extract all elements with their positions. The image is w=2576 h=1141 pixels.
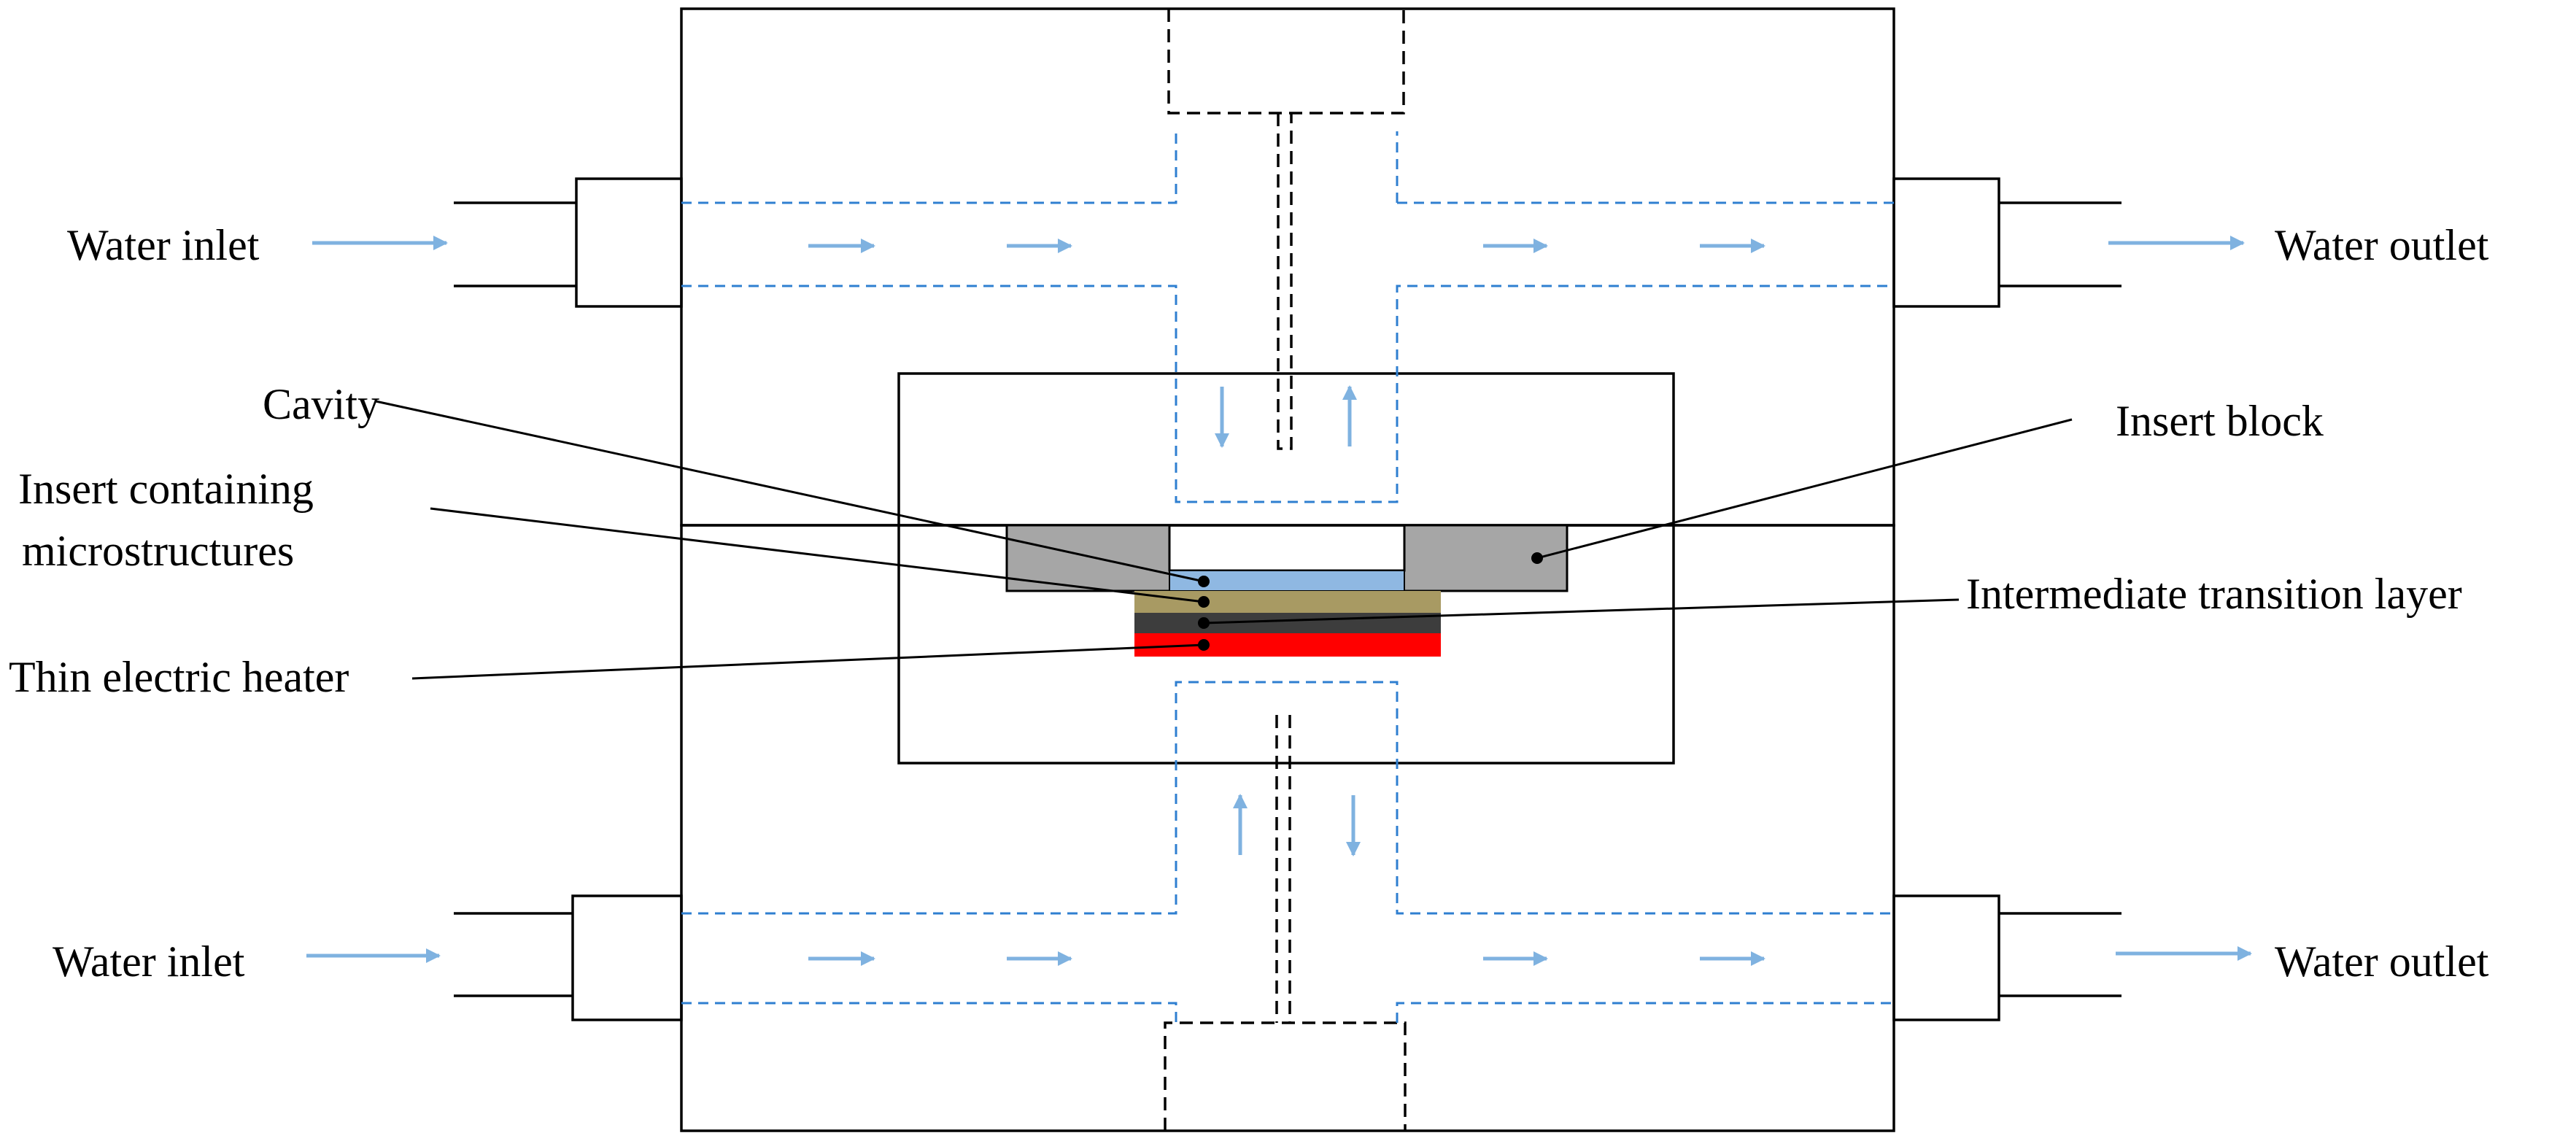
label-insert-line1: Insert containing bbox=[18, 465, 314, 513]
label-insert-block: Insert block bbox=[2116, 397, 2324, 445]
bottom-left-connector bbox=[454, 894, 683, 1021]
top-sprue-channel bbox=[1277, 113, 1293, 450]
bottom-sprue-bushing bbox=[1164, 1021, 1407, 1131]
transition-layer bbox=[1134, 613, 1441, 633]
top-cooling-channel-left bbox=[681, 131, 1894, 503]
label-cavity: Cavity bbox=[263, 380, 379, 428]
leader-dots bbox=[1198, 552, 1543, 651]
label-insert-line2: microstructures bbox=[22, 527, 294, 575]
bottom-right-connector bbox=[1892, 894, 2121, 1021]
lower-mold-plate bbox=[680, 524, 1895, 1132]
insert-holder-frame bbox=[897, 372, 1675, 765]
bottom-sprue-channel bbox=[1275, 715, 1291, 1023]
label-water-inlet-bottom: Water inlet bbox=[53, 937, 245, 986]
label-thin-heater: Thin electric heater bbox=[9, 653, 349, 701]
top-right-connector bbox=[1892, 177, 2121, 308]
label-water-inlet-top: Water inlet bbox=[67, 221, 260, 269]
label-water-outlet-bottom: Water outlet bbox=[2275, 937, 2489, 986]
top-sprue-bushing bbox=[1167, 9, 1405, 115]
leader-lines bbox=[375, 400, 2073, 680]
upper-mold-plate bbox=[680, 7, 1895, 527]
flow-arrows bbox=[306, 236, 2252, 966]
bottom-cooling-channel bbox=[681, 681, 1894, 1023]
insert-microstructures-layer bbox=[1134, 591, 1441, 613]
top-left-connector bbox=[454, 177, 683, 308]
label-transition-layer: Intermediate transition layer bbox=[1966, 570, 2462, 618]
label-water-outlet-top: Water outlet bbox=[2275, 221, 2489, 269]
